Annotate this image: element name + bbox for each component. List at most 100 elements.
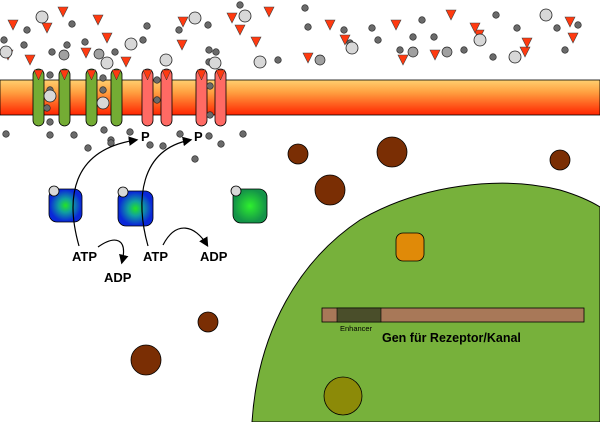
small-ion	[574, 21, 582, 29]
small-ion	[70, 131, 78, 139]
nucleolus	[323, 376, 363, 416]
ligand-triangle	[263, 6, 275, 18]
small-ion	[205, 46, 213, 54]
ligand-triangle	[120, 56, 132, 68]
ligand-triangle	[176, 39, 188, 51]
phosphate-label-2: P	[194, 129, 203, 144]
nucleus	[251, 182, 600, 422]
large-ion	[253, 55, 267, 69]
small-ion	[2, 130, 10, 138]
small-ion	[274, 56, 282, 64]
small-ion	[81, 38, 89, 46]
small-ion	[206, 111, 214, 119]
ligand-triangle	[521, 37, 533, 49]
small-ion	[0, 36, 8, 44]
vesicles	[130, 136, 571, 376]
small-ion	[418, 16, 426, 24]
ligand-triangle	[101, 32, 113, 44]
small-ion	[301, 4, 309, 12]
atp-to-adp-arrow-2	[162, 227, 209, 248]
large-ion	[508, 50, 522, 64]
ligand-triangle	[226, 12, 238, 24]
ligand-triangle	[564, 16, 576, 28]
vesicle	[314, 174, 346, 206]
bound-ligand	[161, 69, 172, 81]
small-ion	[46, 118, 54, 126]
ligand-triangle	[469, 22, 481, 34]
vesicle	[549, 149, 571, 171]
ligand-triangle	[92, 14, 104, 26]
particles	[0, 1, 582, 163]
small-ion	[368, 24, 376, 32]
adp-label-2: ADP	[200, 249, 228, 264]
small-ion	[159, 142, 167, 150]
small-ion	[146, 141, 154, 149]
bound-ligand	[196, 69, 207, 81]
enhancer-region	[336, 307, 382, 323]
small-ion	[139, 36, 147, 44]
vesicle	[287, 143, 309, 165]
small-ion	[48, 48, 56, 56]
large-ion	[188, 11, 202, 25]
small-ion	[23, 26, 31, 34]
ligand-triangle	[177, 16, 189, 28]
ligand-triangle	[41, 22, 53, 34]
red-channel	[195, 68, 208, 127]
transcription-factor	[395, 232, 425, 262]
bound-ligand	[111, 69, 122, 81]
small-ion	[143, 22, 151, 30]
small-ion	[553, 24, 561, 32]
small-ion	[409, 33, 417, 41]
small-ion	[217, 140, 225, 148]
ligand-triangle	[24, 54, 36, 66]
small-ion	[99, 74, 107, 82]
small-ion	[396, 46, 404, 54]
small-ion	[492, 11, 500, 19]
large-ion	[124, 37, 138, 51]
enhancer-label: Enhancer	[340, 324, 373, 333]
small-ion	[460, 46, 468, 54]
small-ion	[153, 96, 161, 104]
small-ion	[236, 1, 244, 9]
bound-ligand	[59, 69, 70, 81]
small-ion	[206, 82, 214, 90]
small-ion	[46, 131, 54, 139]
large-ion	[159, 53, 173, 67]
small-ion	[99, 86, 107, 94]
atp-to-adp-arrow-1	[97, 239, 129, 265]
small-ion	[153, 76, 161, 84]
ligand-triangle	[519, 46, 531, 58]
large-ion	[238, 9, 252, 23]
ligand-triangle	[7, 19, 19, 31]
medium-ion	[407, 46, 419, 58]
large-ion	[473, 33, 487, 47]
large-ion	[345, 41, 359, 55]
small-ion	[212, 48, 220, 56]
medium-ion	[58, 49, 70, 61]
bound-ligand	[33, 69, 44, 81]
active-kinase-1	[48, 185, 83, 223]
ligand-triangle	[324, 19, 336, 31]
phosphorylation-arrow-1	[72, 136, 139, 247]
channels	[32, 68, 227, 127]
green-channel	[110, 68, 123, 127]
small-ion	[489, 53, 497, 61]
ligand-triangle	[429, 49, 441, 61]
ligand-triangle	[302, 52, 314, 64]
red-channel	[214, 68, 227, 127]
small-ion	[176, 130, 184, 138]
large-ion	[96, 96, 110, 110]
small-ion	[205, 132, 213, 140]
large-ion	[0, 45, 13, 59]
small-ion	[126, 128, 134, 136]
ligand-triangle	[445, 9, 457, 21]
active-kinase-2	[117, 186, 154, 227]
small-ion	[561, 46, 569, 54]
ligand-triangle	[397, 54, 409, 66]
ligand-triangle	[250, 36, 262, 48]
vesicle	[376, 136, 408, 168]
large-ion	[43, 89, 57, 103]
reaction-arrows	[72, 136, 209, 265]
vesicle	[130, 344, 162, 376]
